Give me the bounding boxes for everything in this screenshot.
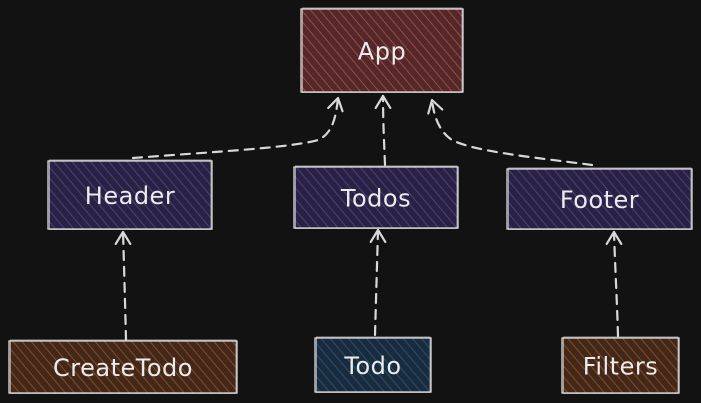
node-app-label: App <box>358 38 406 66</box>
node-footer-border <box>506 168 693 230</box>
edge-line <box>381 94 387 167</box>
node-create-todo[interactable]: CreateTodo <box>8 339 238 394</box>
node-todos-border <box>293 166 459 229</box>
node-create-todo-hatch <box>9 341 237 393</box>
node-app-border-sketch <box>302 7 463 93</box>
node-app-border <box>300 8 464 93</box>
edge-arrowhead <box>114 230 132 245</box>
node-todos-label: Todos <box>340 185 411 213</box>
node-filters-border <box>561 337 680 394</box>
node-create-todo-label: CreateTodo <box>53 354 193 382</box>
node-app[interactable]: App <box>300 7 464 93</box>
node-todo-label: Todo <box>343 352 401 380</box>
node-todo-hatch <box>315 338 431 392</box>
node-todo[interactable]: Todo <box>314 336 432 393</box>
edge-line <box>373 228 380 337</box>
edge-todo-to-todos <box>369 228 387 337</box>
edge-todos-to-app <box>374 94 392 167</box>
node-todo-border <box>314 337 432 393</box>
node-todo-border-sketch <box>316 336 431 393</box>
node-footer[interactable]: Footer <box>506 167 693 230</box>
node-footer-hatch <box>507 169 692 229</box>
node-create-todo-border <box>8 340 238 394</box>
edge-create-todo-to-header <box>114 230 132 342</box>
edge-line <box>131 96 340 160</box>
edge-line <box>121 230 128 342</box>
edge-arrowhead <box>369 228 387 243</box>
node-header-border-sketch <box>49 159 212 230</box>
node-filters-border-sketch <box>563 336 679 394</box>
node-app-hatch <box>301 9 463 92</box>
node-footer-label: Footer <box>560 186 639 214</box>
edges-layer <box>114 94 623 342</box>
node-header-border <box>47 160 213 230</box>
edge-filters-to-footer <box>605 230 623 338</box>
edge-header-to-app <box>131 96 344 160</box>
nodes-layer: App Header Todos Footer <box>8 7 693 394</box>
node-header-hatch <box>48 161 212 229</box>
edge-line <box>612 230 620 338</box>
node-filters-hatch <box>562 338 679 393</box>
node-header[interactable]: Header <box>47 159 213 230</box>
node-filters[interactable]: Filters <box>561 336 680 394</box>
node-todos-border-sketch <box>295 165 458 229</box>
edge-footer-to-app <box>427 98 594 167</box>
node-filters-label: Filters <box>583 353 658 381</box>
node-create-todo-border-sketch <box>10 339 237 394</box>
node-todos-hatch <box>294 167 458 228</box>
edge-arrowhead <box>327 96 344 113</box>
edge-arrowhead <box>605 230 623 245</box>
node-todos[interactable]: Todos <box>293 165 459 229</box>
edge-line <box>430 98 594 167</box>
edge-arrowhead <box>427 98 444 115</box>
node-header-label: Header <box>85 182 175 210</box>
node-footer-border-sketch <box>508 167 692 230</box>
edge-arrowhead <box>374 94 392 109</box>
